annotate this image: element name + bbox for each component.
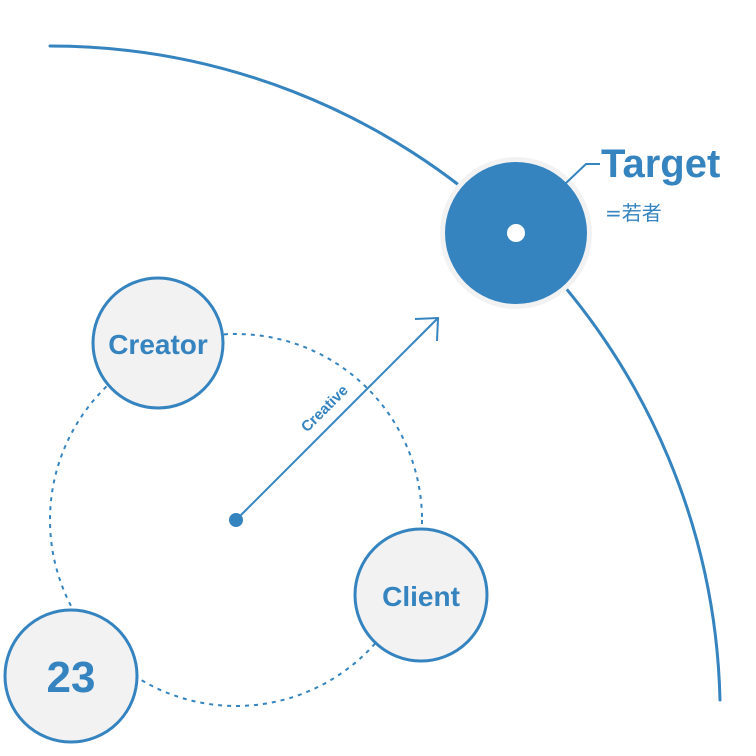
creator-node-circle [91, 276, 225, 410]
creative-arrow-line [235, 317, 439, 521]
target-callout-line [565, 163, 600, 184]
target-title: Target [601, 142, 720, 186]
number-node[interactable]: 23 [3, 608, 139, 744]
target-subtitle: =若者 [605, 201, 662, 225]
arrow-label: Creative [298, 382, 352, 436]
target-center-dot [507, 224, 525, 242]
creator-label: Creator [108, 329, 208, 360]
client-node[interactable]: Client [353, 527, 489, 663]
client-node-circle [353, 527, 489, 663]
creative-arrowhead-icon [414, 316, 440, 342]
orbit-dashed-circle [49, 333, 423, 707]
client-label: Client [382, 581, 460, 612]
number-label: 23 [47, 653, 96, 702]
creator-node[interactable]: Creator [91, 276, 225, 410]
number-node-circle [3, 608, 139, 744]
